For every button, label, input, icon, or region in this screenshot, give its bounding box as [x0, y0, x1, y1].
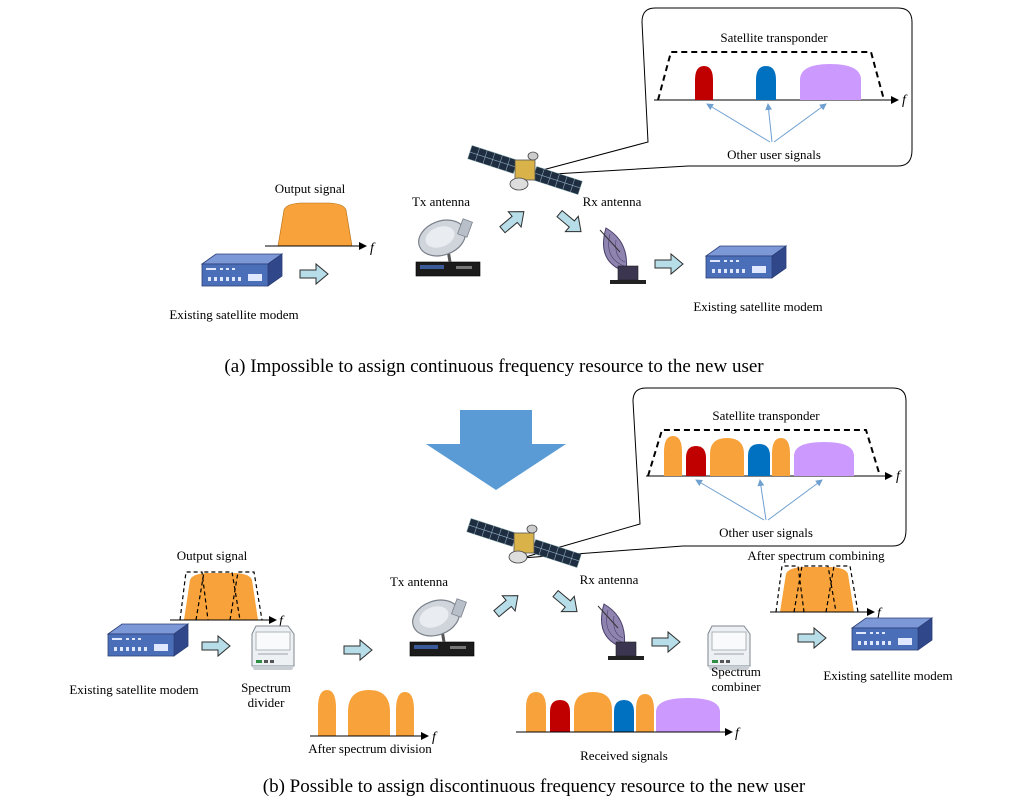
tx-antenna-label-a: Tx antenna: [412, 194, 470, 209]
freq-label-division: f: [432, 730, 438, 745]
dish-antenna-icon: [412, 212, 482, 278]
modem-icon: [107, 623, 189, 657]
block-arrow-a4: [654, 253, 684, 275]
signal-blue-a: [756, 66, 776, 100]
rx-antenna-label-a: Rx antenna: [583, 194, 642, 209]
received-blue: [614, 700, 634, 732]
division-dashes-b: [179, 571, 263, 621]
freq-label-received: f: [735, 726, 741, 741]
signal-red-b: [686, 446, 706, 476]
signal-red-a: [695, 66, 713, 100]
other-user-signals-a: Other user signals: [727, 147, 821, 162]
callout-bubble-a: [519, 7, 913, 177]
dish-antenna-icon: [406, 592, 476, 658]
transponder-band-a: [657, 51, 885, 101]
output-signal-a: [277, 202, 353, 247]
transponder-title-b: Satellite transponder: [712, 408, 820, 423]
signal-purple-b: [794, 442, 854, 476]
parabolic-antenna-icon: [599, 227, 647, 285]
modem-icon: [201, 253, 283, 287]
signal-orange-b3: [772, 438, 790, 476]
spectrum-combiner-label-1: Spectrum: [711, 664, 761, 679]
after-combining-label: After spectrum combining: [747, 548, 885, 563]
block-arrow-a3: [552, 205, 588, 240]
big-down-arrow: [426, 410, 566, 490]
after-division-label: After spectrum division: [308, 741, 432, 756]
received-orange-1: [526, 692, 546, 732]
output-signal-b: [184, 573, 258, 620]
modem-icon: [851, 617, 933, 651]
signal-blue-b: [748, 444, 770, 476]
caption-b: (b) Possible to assign discontinuous fre…: [263, 776, 806, 797]
freq-label-transponder-a: f: [902, 93, 908, 108]
combined-signal: [780, 567, 854, 612]
modem-left-label-b: Existing satellite modem: [69, 682, 198, 697]
received-red: [550, 700, 570, 732]
signal-orange-b1: [664, 436, 682, 476]
freq-label-output-a: f: [370, 241, 376, 256]
modem-icon: [705, 245, 787, 279]
received-purple: [656, 698, 720, 732]
modem-right-label-b: Existing satellite modem: [823, 668, 952, 683]
combining-dashes: [775, 565, 859, 613]
signal-orange-b2: [710, 438, 744, 476]
modem-left-label-a: Existing satellite modem: [169, 307, 298, 322]
transponder-band-b: [647, 429, 881, 477]
divided-signal-3: [396, 692, 414, 736]
block-arrow-b4: [548, 585, 584, 620]
block-arrow-b2: [343, 639, 373, 661]
divided-signal-1: [318, 690, 336, 736]
block-arrow-b6: [797, 627, 827, 649]
freq-label-output-b: f: [279, 614, 285, 629]
divided-signal-2: [348, 690, 390, 736]
output-signal-label-a: Output signal: [275, 181, 346, 196]
caption-a: (a) Impossible to assign continuous freq…: [224, 356, 764, 377]
block-arrow-a2: [495, 203, 531, 238]
router-icon: [251, 625, 295, 671]
signal-purple-a: [800, 64, 861, 100]
received-orange-2: [574, 692, 612, 732]
freq-label-transponder-b: f: [896, 469, 902, 484]
freq-label-combining: f: [877, 606, 883, 621]
other-user-signals-b: Other user signals: [719, 525, 813, 540]
spectrum-divider-label-2: divider: [248, 695, 285, 710]
spectrum-combiner-label-2: combiner: [711, 679, 761, 694]
parabolic-antenna-icon: [597, 603, 645, 661]
block-arrow-b5: [651, 631, 681, 653]
received-orange-3: [636, 694, 654, 732]
spectrum-divider-label-1: Spectrum: [241, 680, 291, 695]
satellite-icon: [466, 518, 582, 568]
block-arrow-b3: [489, 587, 525, 622]
rx-antenna-label-b: Rx antenna: [580, 572, 639, 587]
block-arrow-b1: [201, 635, 231, 657]
block-arrow-a1: [299, 263, 329, 285]
tx-antenna-label-b: Tx antenna: [390, 574, 448, 589]
output-signal-label-b: Output signal: [177, 548, 248, 563]
modem-right-label-a: Existing satellite modem: [693, 299, 822, 314]
received-signals-label: Received signals: [580, 748, 668, 763]
transponder-title-a: Satellite transponder: [720, 30, 828, 45]
